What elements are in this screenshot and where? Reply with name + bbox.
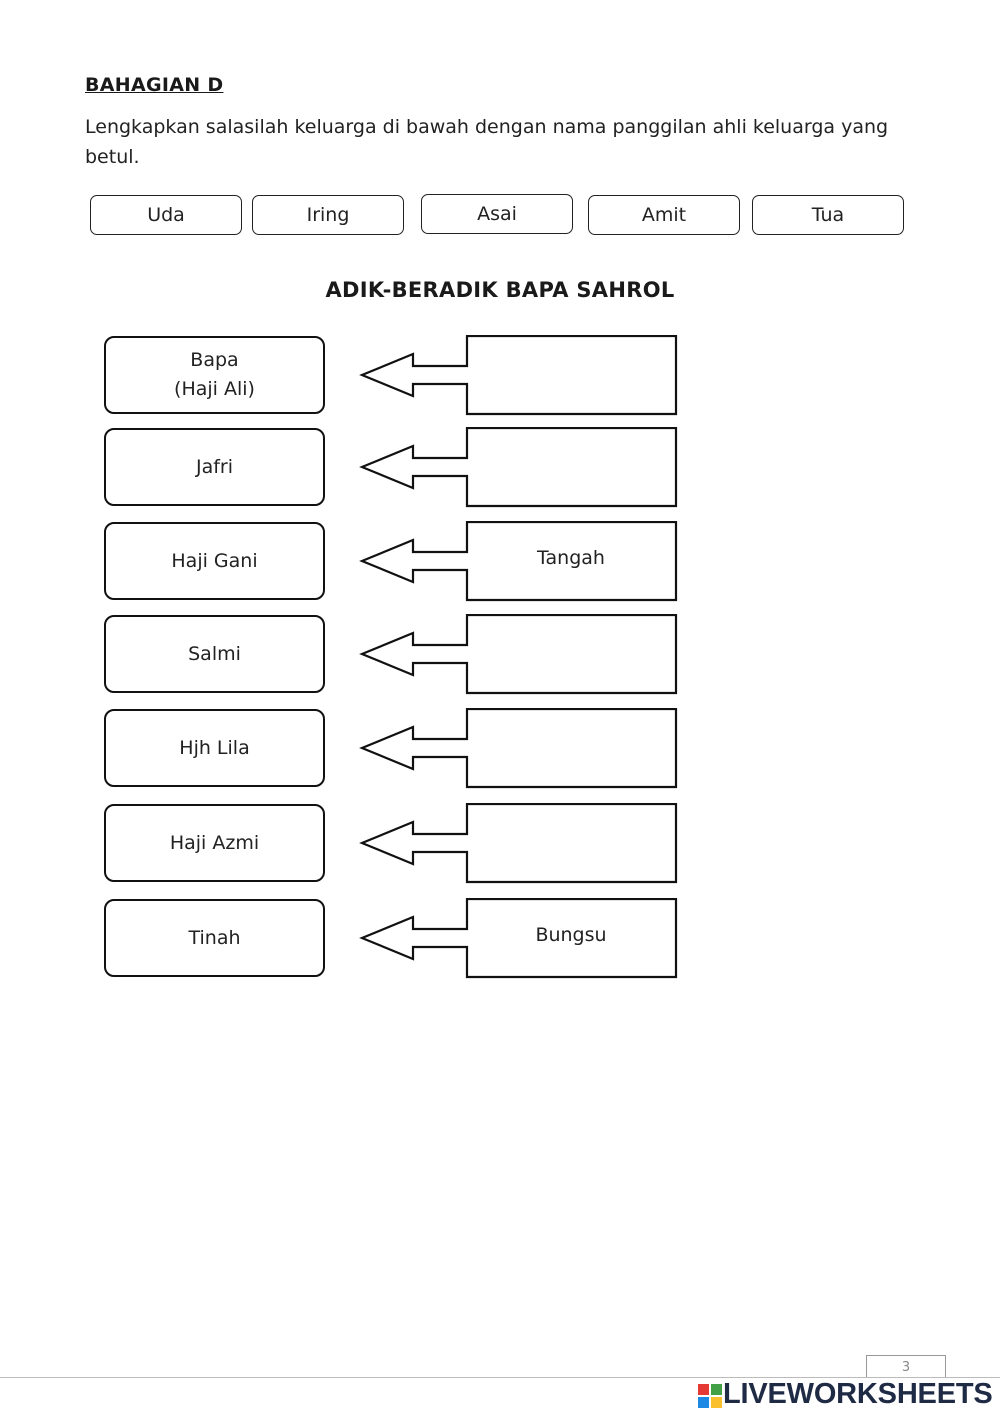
arrow-answer-box <box>359 335 678 416</box>
answer-drop-field[interactable] <box>480 442 660 492</box>
arrow-answer-box <box>359 803 678 884</box>
family-member-name: Jafri <box>195 455 234 478</box>
word-bank-option[interactable]: Uda <box>90 195 242 235</box>
arrow-answer-box <box>359 427 678 508</box>
arrow-answer-box <box>359 521 678 602</box>
family-member-box: Jafri <box>104 428 325 506</box>
family-member-box: Bapa (Haji Ali) <box>104 336 325 414</box>
word-bank-option[interactable]: Amit <box>588 195 740 235</box>
given-answer: Tangah <box>537 547 605 569</box>
answer-drop-field[interactable] <box>480 350 660 400</box>
word-bank-option[interactable]: Tua <box>752 195 904 235</box>
family-member-name: Haji Gani <box>171 549 258 572</box>
liveworksheets-logo-icon <box>698 1384 722 1408</box>
word-bank-option[interactable]: Asai <box>421 194 573 234</box>
word-bank: Uda Iring Asai Amit Tua <box>90 194 910 239</box>
section-title: BAHAGIAN D <box>85 74 224 96</box>
brand-logo-text: LIVEWORKSHEETS <box>723 1378 993 1410</box>
family-member-name: Bapa <box>190 349 239 371</box>
family-member-name: Salmi <box>188 642 241 665</box>
footer-divider <box>0 1377 1000 1378</box>
family-member-box: Hjh Lila <box>104 709 325 787</box>
arrow-answer-box <box>359 898 678 979</box>
family-member-box: Tinah <box>104 899 325 977</box>
arrow-answer-box <box>359 614 678 695</box>
answer-drop-field[interactable] <box>480 629 660 679</box>
page-number: 3 <box>866 1355 946 1377</box>
word-bank-option[interactable]: Iring <box>252 195 404 235</box>
diagram-heading: ADIK-BERADIK BAPA SAHROL <box>325 278 675 302</box>
family-member-box: Haji Azmi <box>104 804 325 882</box>
family-member-name: Haji Azmi <box>169 831 260 854</box>
given-answer: Bungsu <box>535 924 607 946</box>
family-member-name: Tinah <box>188 926 241 949</box>
family-member-box: Salmi <box>104 615 325 693</box>
answer-drop-field[interactable] <box>480 818 660 868</box>
instruction-text: Lengkapkan salasilah keluarga di bawah d… <box>85 116 889 168</box>
arrow-answer-box <box>359 708 678 789</box>
family-member-box: Haji Gani <box>104 522 325 600</box>
family-member-name: (Haji Ali) <box>174 378 255 400</box>
family-member-name: Hjh Lila <box>179 736 250 759</box>
answer-drop-field[interactable] <box>480 723 660 773</box>
